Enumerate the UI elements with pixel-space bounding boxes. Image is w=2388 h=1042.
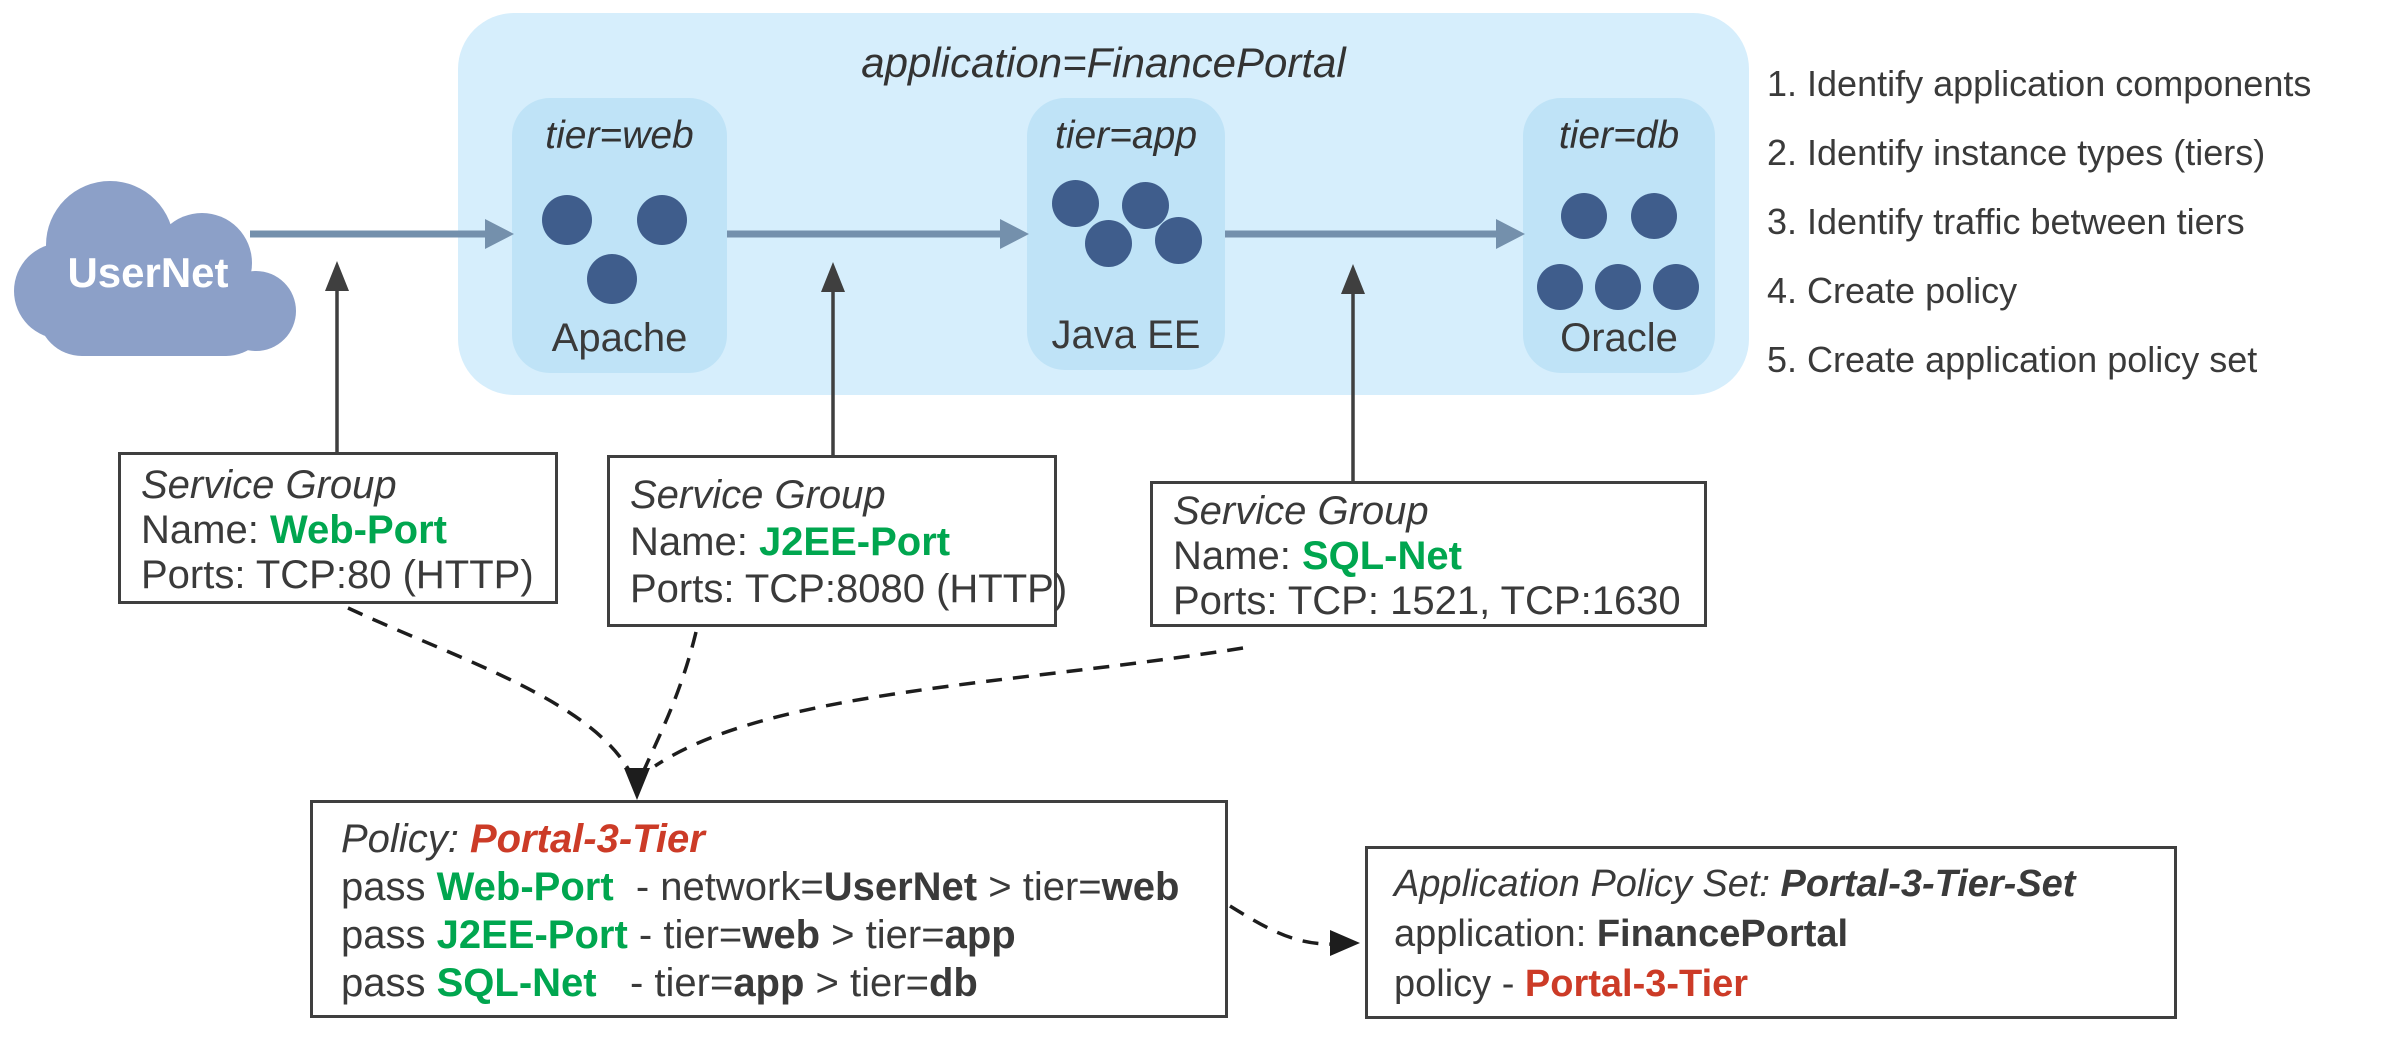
policy-set-application: application: FinancePortal	[1394, 913, 1849, 955]
step-item-5: 5. Create application policy set	[1767, 339, 2258, 380]
dashed-arrow-policy-to-policyset	[1229, 904, 1360, 956]
cloud-icon	[14, 181, 296, 356]
pointer-arrow-webport-to-flow	[325, 261, 349, 452]
service-group-title: Service Group	[630, 473, 886, 517]
instance-dot	[1537, 264, 1583, 310]
instance-dot	[1155, 217, 1202, 264]
tier-web-name: Apache	[551, 316, 688, 360]
tier-app-box: tier=app Java EE	[1027, 98, 1225, 370]
service-group-j2ee-port-box: Service Group Name: J2EE-Port Ports: TCP…	[607, 455, 1068, 627]
step-item-4: 4. Create policy	[1767, 270, 2018, 311]
dashed-arrow-servicegroups-to-policy	[347, 606, 1244, 800]
step-item-1: 1. Identify application components	[1767, 63, 2312, 104]
tier-web-box: tier=web Apache	[512, 98, 727, 373]
usernet-label: UserNet	[67, 249, 229, 296]
usernet-cloud: UserNet	[10, 163, 310, 361]
instance-dot	[1595, 264, 1641, 310]
policy-box: Policy: Portal-3-Tier pass Web-Port - ne…	[310, 800, 1228, 1018]
instance-dot	[637, 195, 687, 245]
application-policy-set-box: Application Policy Set: Portal-3-Tier-Se…	[1365, 846, 2177, 1019]
tier-db-name: Oracle	[1560, 316, 1678, 360]
policy-title: Policy: Portal-3-Tier	[341, 817, 705, 861]
service-group-ports: Ports: TCP: 1521, TCP:1630	[1173, 579, 1681, 623]
step-item-2: 2. Identify instance types (tiers)	[1767, 132, 2266, 173]
instance-dot	[1631, 193, 1677, 239]
service-group-name: Name: Web-Port	[141, 508, 447, 552]
policy-set-policy: policy - Portal-3-Tier	[1394, 963, 1749, 1005]
service-group-sql-net-box: Service Group Name: SQL-Net Ports: TCP: …	[1150, 481, 1707, 627]
instance-dot	[1653, 264, 1699, 310]
policy-rule: pass J2EE-Port - tier=web > tier=app	[341, 913, 1016, 957]
policy-set-title: Application Policy Set: Portal-3-Tier-Se…	[1394, 863, 2076, 905]
instance-dot	[1052, 180, 1099, 227]
service-group-name: Name: SQL-Net	[1173, 534, 1462, 578]
service-group-name: Name: J2EE-Port	[630, 520, 951, 564]
tier-app-name: Java EE	[1051, 313, 1201, 357]
tier-web-tag: tier=web	[545, 114, 694, 157]
tier-db-tag: tier=db	[1558, 114, 1680, 157]
service-group-title: Service Group	[1173, 489, 1429, 533]
step-list: 1. Identify application components 2. Id…	[1767, 62, 2387, 407]
service-group-ports: Ports: TCP:80 (HTTP)	[141, 553, 534, 597]
application-label: application=FinancePortal	[861, 39, 1346, 86]
service-group-title: Service Group	[141, 463, 397, 507]
step-item-3: 3. Identify traffic between tiers	[1767, 201, 2245, 242]
tier-db-box: tier=db Oracle	[1523, 98, 1715, 373]
service-group-ports: Ports: TCP:8080 (HTTP)	[630, 567, 1068, 611]
policy-rule: pass SQL-Net - tier=app > tier=db	[341, 961, 978, 1005]
instance-dot	[1561, 193, 1607, 239]
policy-rule: pass Web-Port - network=UserNet > tier=w…	[341, 865, 1180, 909]
instance-dot	[587, 254, 637, 304]
instance-dot	[1122, 182, 1169, 229]
instance-dot	[1085, 220, 1132, 267]
tier-app-tag: tier=app	[1054, 114, 1198, 157]
instance-dot	[542, 195, 592, 245]
service-group-web-port-box: Service Group Name: Web-Port Ports: TCP:…	[118, 452, 558, 604]
